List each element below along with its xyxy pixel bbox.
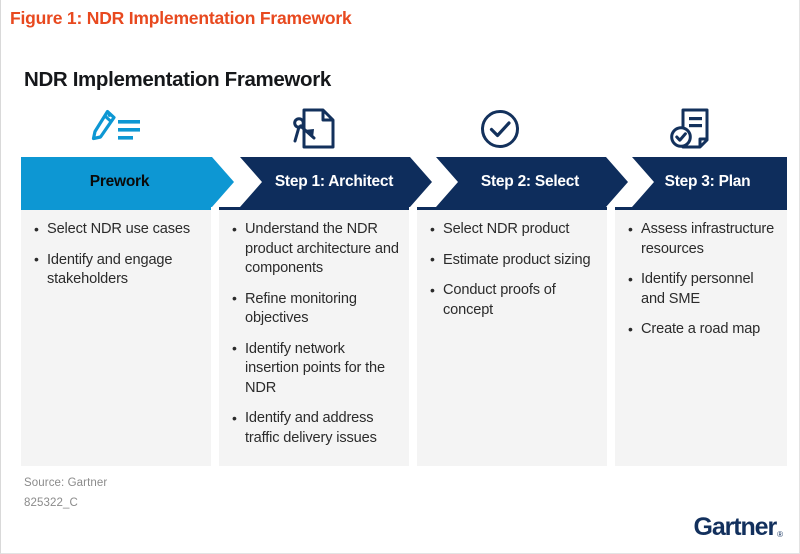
stage-column-prework: Select NDR use cases Identify and engage… — [21, 207, 211, 466]
stage-column-step-2: Select NDR product Estimate product sizi… — [417, 207, 607, 466]
figure-caption: Figure 1: NDR Implementation Framework — [10, 8, 352, 28]
stage-chevron-step-1[interactable]: Step 1: Architect — [240, 157, 432, 207]
list-item: Identify and engage stakeholders — [33, 250, 203, 290]
list-item: Conduct proofs of concept — [429, 281, 599, 320]
page-title: NDR Implementation Framework — [24, 68, 331, 91]
blueprint-document-icon — [290, 107, 338, 151]
stage-icon-select — [405, 104, 595, 154]
stage-chevron-band: Prework Step 1: Architect Step 2: Select… — [21, 157, 787, 207]
source-note: Source: Gartner 825322_C — [24, 473, 107, 513]
registered-trademark-icon: ® — [777, 530, 783, 539]
stage-icon-plan — [597, 104, 787, 154]
stage-content-columns: Select NDR use cases Identify and engage… — [21, 207, 787, 466]
list-item: Estimate product sizing — [429, 250, 599, 271]
document-id: 825322_C — [24, 497, 78, 510]
stage-chevron-prework[interactable]: Prework — [21, 157, 234, 207]
stage-label-step-3: Step 3: Plan — [664, 173, 751, 190]
source-line: Source: Gartner — [24, 477, 108, 489]
list-item: Create a road map — [627, 320, 779, 340]
stage-icon-architect — [219, 104, 409, 154]
list-item: Identify network insertion points for th… — [231, 339, 401, 399]
stage-label-prework: Prework — [89, 173, 150, 190]
stage-chevron-step-3[interactable]: Step 3: Plan — [632, 157, 787, 207]
list-item: Select NDR product — [429, 220, 599, 240]
bullet-list-prework: Select NDR use cases Identify and engage… — [33, 220, 203, 290]
document-check-badge-icon — [669, 107, 715, 151]
gartner-logo: Gartner ® — [693, 515, 783, 540]
stage-label-step-1: Step 1: Architect — [274, 173, 394, 190]
pencil-lines-icon — [90, 107, 142, 151]
stage-label-step-2: Step 2: Select — [480, 173, 580, 190]
bullet-list-step-2: Select NDR product Estimate product sizi… — [429, 220, 599, 320]
list-item: Assess infrastructure resources — [627, 219, 779, 259]
list-item: Select NDR use cases — [33, 220, 203, 240]
brand-wordmark: Gartner — [693, 513, 777, 541]
list-item: Refine monitoring objectives — [231, 289, 401, 329]
list-item: Identify personnel and SME — [627, 270, 779, 309]
bullet-list-step-3: Assess infrastructure resources Identify… — [627, 219, 779, 340]
check-circle-icon — [478, 107, 522, 151]
list-item: Understand the NDR product architecture … — [231, 220, 401, 279]
stage-column-step-3: Assess infrastructure resources Identify… — [615, 207, 787, 466]
bullet-list-step-1: Understand the NDR product architecture … — [231, 220, 401, 448]
stage-column-step-1: Understand the NDR product architecture … — [219, 207, 409, 466]
stage-icon-prework — [21, 104, 211, 154]
stage-icon-row — [21, 104, 787, 154]
list-item: Identify and address traffic delivery is… — [231, 409, 401, 448]
stage-chevron-step-2[interactable]: Step 2: Select — [436, 157, 628, 207]
